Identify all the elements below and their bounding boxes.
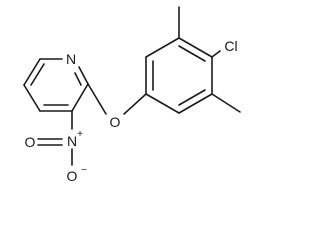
bond-c5p-c6p (178, 93, 213, 114)
bond-c5p-c6p-inner (178, 89, 206, 106)
charge-nitro-plus: + (77, 129, 83, 140)
bond-c4-c5 (23, 84, 41, 112)
bond-c3p-c4p (178, 37, 213, 58)
charge-nitro-minus: − (81, 165, 87, 176)
atom-nitro-oxygen-top: O (25, 134, 36, 150)
bond-c3p-c4p-inner (178, 45, 206, 62)
bond-n1-c2 (78, 66, 89, 85)
bond-methyl-bottom (211, 93, 241, 113)
bond-o-c1p (123, 93, 147, 115)
bonds (23, 6, 241, 166)
atom-labels: N O N + O O − Cl (25, 38, 238, 184)
atom-ether-oxygen: O (110, 114, 121, 130)
bond-c2-o (87, 83, 107, 115)
bond-c6p-c1p (145, 93, 180, 114)
atom-ring-nitrogen: N (66, 51, 76, 67)
atom-chlorine: Cl (224, 38, 237, 54)
chemical-structure: N O N + O O − Cl (23, 6, 241, 184)
bond-c5-c6 (23, 58, 41, 86)
atom-nitro-nitrogen: N (67, 133, 77, 149)
bond-c2p-c3p (145, 37, 180, 58)
bond-c5-c6-inner (30, 63, 45, 86)
atom-nitro-oxygen-bottom: O (67, 168, 78, 184)
bond-c2-c3 (71, 83, 89, 112)
bond-n1-c2-inner (74, 72, 82, 86)
bond-c4p-cl (211, 50, 221, 58)
